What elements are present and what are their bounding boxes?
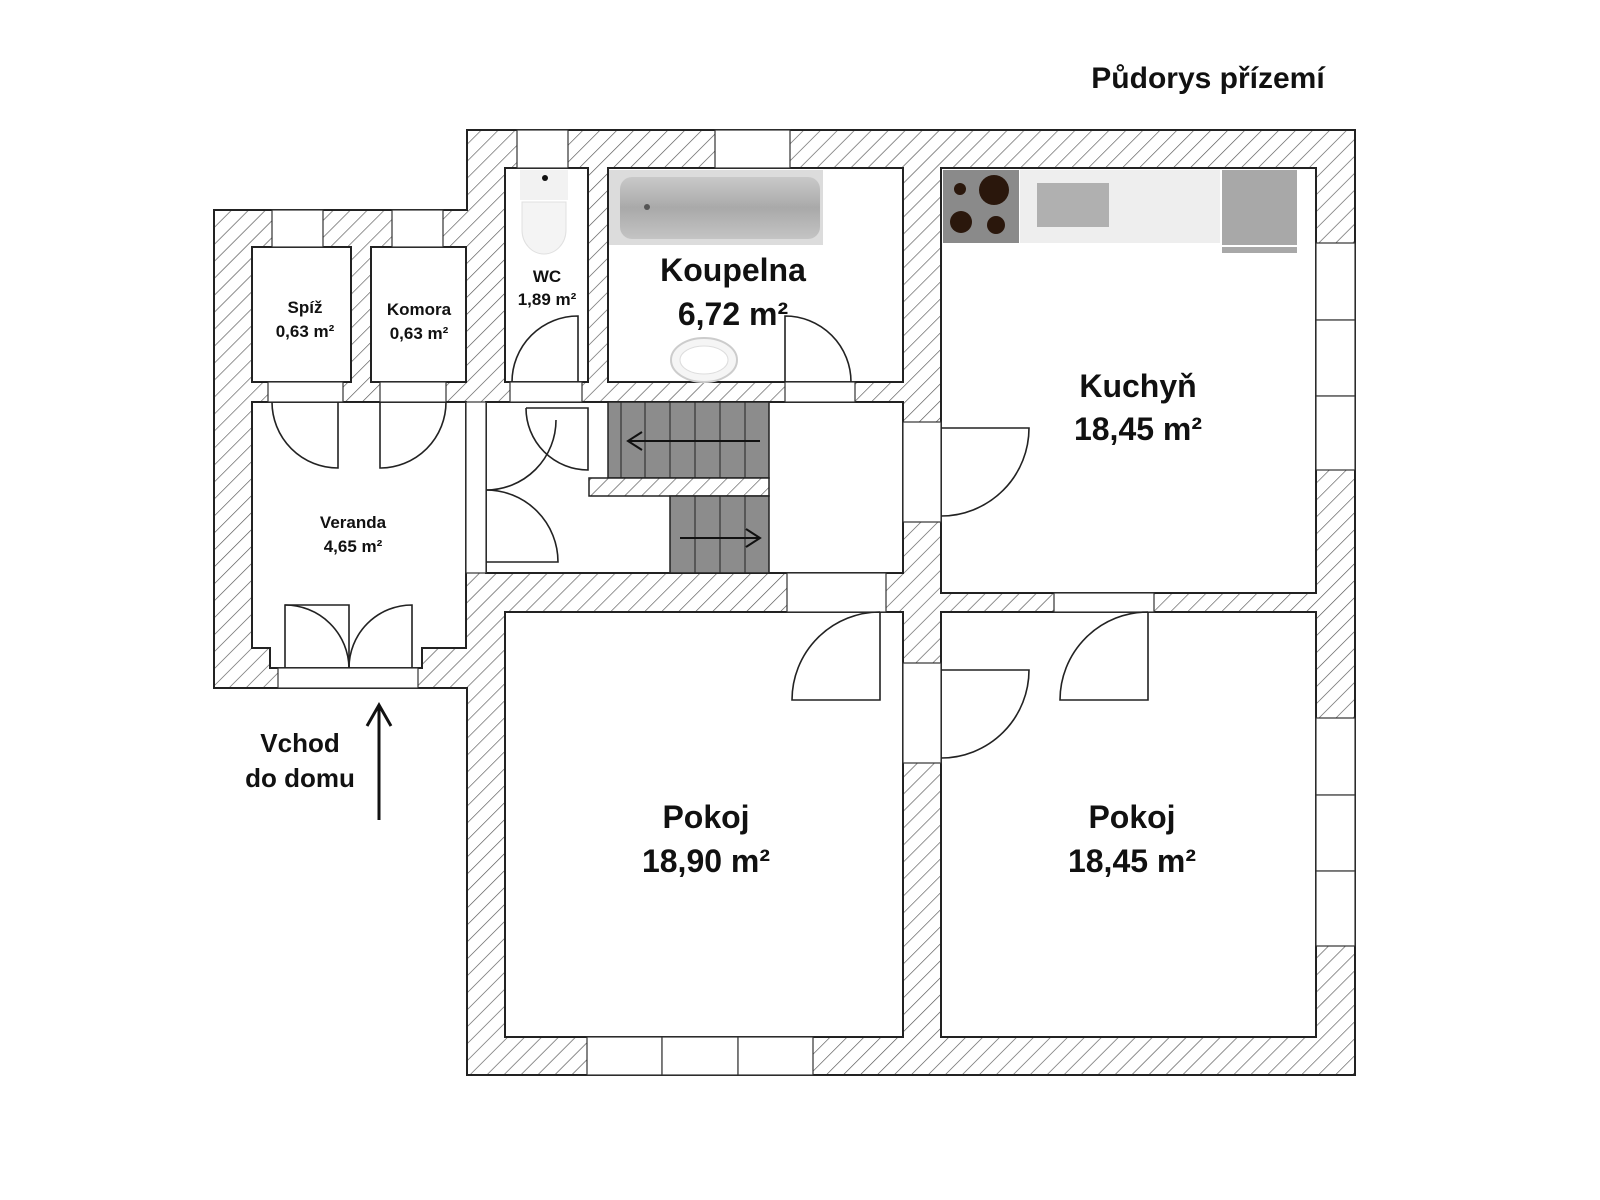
room-area-koupelna: 6,72 m²	[678, 296, 788, 332]
room-label-spiz: Spíž	[288, 298, 323, 317]
room-label-pokoj-2: Pokoj	[1088, 799, 1175, 835]
stove-icon	[943, 170, 1019, 243]
room-spiz	[251, 246, 352, 383]
room-pokoj-2	[940, 611, 1317, 1038]
room-label-wc: WC	[533, 267, 561, 286]
room-area-wc: 1,89 m²	[518, 290, 577, 309]
room-label-veranda: Veranda	[320, 513, 387, 532]
kitchen-sink-icon	[1037, 183, 1109, 227]
plan-title: Půdorys přízemí	[1091, 62, 1326, 95]
fridge-icon	[1222, 170, 1297, 253]
room-pokoj-1	[504, 611, 904, 1038]
doorways	[267, 381, 1155, 764]
staircase	[588, 401, 770, 574]
windows	[271, 129, 1356, 1076]
washbasin-icon	[670, 337, 738, 383]
room-veranda	[251, 401, 467, 669]
room-label-kuchyn: Kuchyň	[1079, 368, 1196, 404]
door-swings	[271, 315, 1149, 759]
entrance-door-opening	[277, 667, 419, 689]
kitchen-counter	[1020, 170, 1220, 243]
room-label-komora: Komora	[387, 300, 452, 319]
room-area-kuchyn: 18,45 m²	[1074, 411, 1202, 447]
entrance-arrow-icon	[365, 701, 393, 820]
room-area-veranda: 4,65 m²	[324, 537, 383, 556]
toilet-icon	[520, 170, 568, 255]
entrance-label-line1: Vchod	[260, 728, 339, 758]
bathtub-icon	[609, 170, 823, 245]
room-label-koupelna: Koupelna	[660, 252, 806, 288]
entrance-label-line2: do domu	[245, 763, 355, 793]
room-label-pokoj-1: Pokoj	[662, 799, 749, 835]
room-area-pokoj-2: 18,45 m²	[1068, 843, 1196, 879]
room-area-pokoj-1: 18,90 m²	[642, 843, 770, 879]
room-area-spiz: 0,63 m²	[276, 322, 335, 341]
room-area-komora: 0,63 m²	[390, 324, 449, 343]
